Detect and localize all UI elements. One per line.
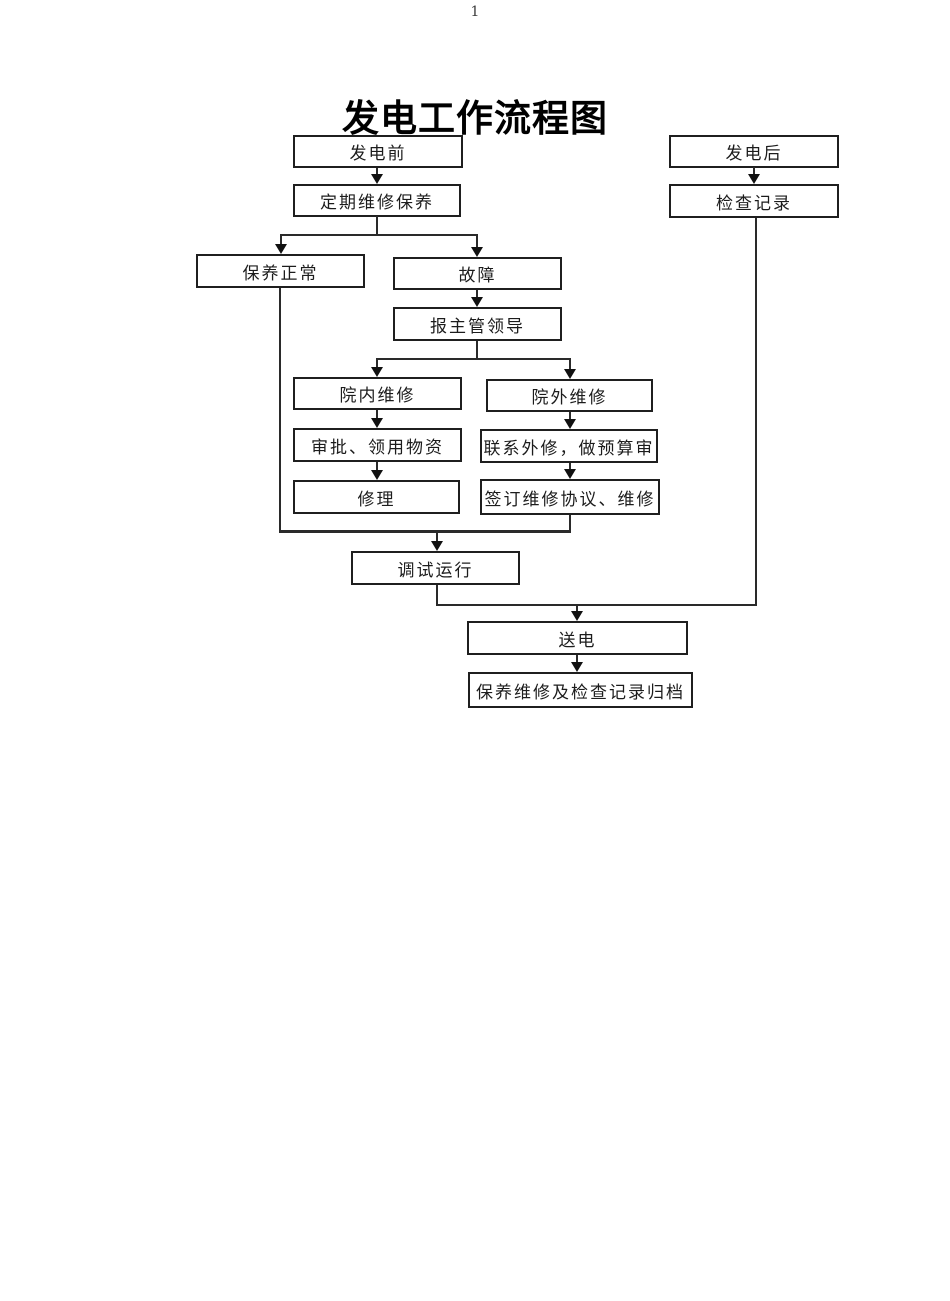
edge-inspection-down-line xyxy=(755,218,757,606)
edge-fault-to-report-stem xyxy=(476,290,478,297)
edge-to-poweron-stem xyxy=(576,606,578,611)
node-report-supervisor: 报主管领导 xyxy=(393,307,562,341)
edge-fault-to-report-arrowhead-icon xyxy=(471,297,483,307)
edge-merge-bus-bar xyxy=(279,530,571,533)
edge-contact-to-sign-stem xyxy=(569,463,571,469)
edge-poweron-to-archive-arrowhead-icon xyxy=(571,662,583,672)
edge-report-split-bar xyxy=(376,358,571,360)
edge-to-external-arrowhead-icon xyxy=(564,369,576,379)
edge-bus-to-testrun-stem xyxy=(436,533,438,541)
edge-external-to-contact-stem xyxy=(569,412,571,419)
node-maintenance-normal: 保养正常 xyxy=(196,254,365,288)
edge-contact-to-sign-arrowhead-icon xyxy=(564,469,576,479)
node-internal-repair: 院内维修 xyxy=(293,377,462,410)
edge-normal-down-line xyxy=(279,288,281,533)
edge-maintenance-split-bar xyxy=(280,234,478,236)
edge-bus-to-testrun-arrowhead-icon xyxy=(431,541,443,551)
page-title: 发电工作流程图 xyxy=(342,97,608,140)
node-approval-materials: 审批、领用物资 xyxy=(293,428,462,462)
node-fault: 故障 xyxy=(393,257,562,290)
edge-sign-down-line xyxy=(569,515,571,532)
edge-external-to-contact-arrowhead-icon xyxy=(564,419,576,429)
node-inspection-record: 检查记录 xyxy=(669,184,839,218)
node-test-run: 调试运行 xyxy=(351,551,520,585)
edge-to-external-stem xyxy=(569,360,571,369)
edge-to-normal-arrowhead-icon xyxy=(275,244,287,254)
edge-internal-to-approval-arrowhead-icon xyxy=(371,418,383,428)
edge-report-split-stem xyxy=(476,341,478,360)
edge-after-to-inspection-arrowhead-icon xyxy=(748,174,760,184)
edge-to-normal-stem xyxy=(280,236,282,244)
edge-poweron-to-archive-stem xyxy=(576,655,578,662)
edge-poweron-merge-bar xyxy=(436,604,757,606)
node-repair: 修理 xyxy=(293,480,460,514)
node-sign-agreement: 签订维修协议、维修 xyxy=(480,479,660,515)
node-regular-maintenance: 定期维修保养 xyxy=(293,184,461,217)
node-external-repair: 院外维修 xyxy=(486,379,653,412)
edge-testrun-down-line xyxy=(436,585,438,606)
edge-internal-to-approval-stem xyxy=(376,410,378,418)
edge-before-to-maintenance-stem xyxy=(376,168,378,174)
edge-to-poweron-arrowhead-icon xyxy=(571,611,583,621)
edge-to-fault-arrowhead-icon xyxy=(471,247,483,257)
node-before-power: 发电前 xyxy=(293,135,463,168)
node-after-power: 发电后 xyxy=(669,135,839,168)
edge-approval-to-repair-stem xyxy=(376,462,378,470)
node-contact-external-repair: 联系外修，做预算审 xyxy=(480,429,658,463)
edge-to-internal-arrowhead-icon xyxy=(371,367,383,377)
edge-maintenance-split-stem xyxy=(376,216,378,236)
edge-to-fault-stem xyxy=(476,236,478,247)
node-power-on: 送电 xyxy=(467,621,688,655)
edge-to-internal-stem xyxy=(376,360,378,367)
page-number: 1 xyxy=(470,4,480,20)
node-archive: 保养维修及检查记录归档 xyxy=(468,672,693,708)
edge-approval-to-repair-arrowhead-icon xyxy=(371,470,383,480)
edge-after-to-inspection-stem xyxy=(753,167,755,174)
edge-before-to-maintenance-arrowhead-icon xyxy=(371,174,383,184)
